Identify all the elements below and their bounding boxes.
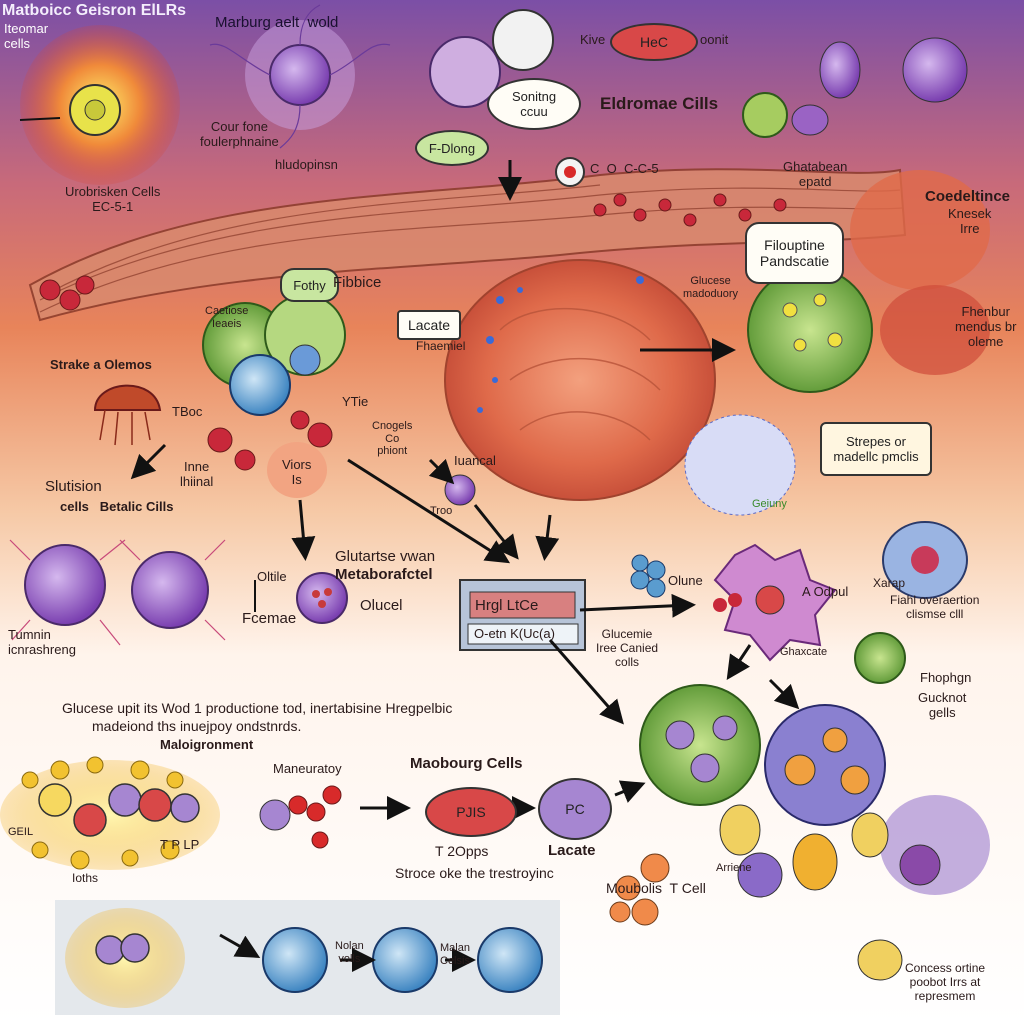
gucknot-label: Gucknot gells <box>918 690 967 720</box>
maneuratoy-label: Maneuratoy <box>273 761 342 776</box>
fiahl-label: Fiahl overaertion clismse clll <box>890 593 980 621</box>
aodpul-label: A Odpul <box>802 584 849 599</box>
codeltince-label: Coedeltince <box>925 188 1011 205</box>
xarap-label: Xarap <box>873 576 906 590</box>
fibbice-label: Fibbice <box>333 274 382 291</box>
ioths-label: Ioths <box>72 871 99 885</box>
chip-bottom-label: O-etn K(Uc(a) <box>474 626 555 641</box>
fhophgn-label: Fhophgn <box>920 670 972 685</box>
pc-pill: PC <box>538 778 612 840</box>
maloigronment-label: Maloigronment <box>160 737 254 752</box>
geil-label: GEIL <box>8 826 34 838</box>
caetiose-label: Caetiose Ieaeis <box>205 305 249 330</box>
strake-label: Strake a Olemos <box>50 357 152 372</box>
malan-label: Malan Celsis <box>440 942 470 967</box>
page-title: Matboicc Geisron ElLRs <box>2 2 187 19</box>
pjis-pill: PJIS <box>425 787 517 837</box>
lacate-box: Lacate <box>397 310 461 340</box>
concess-label: Concess ortine poobot Irrs at represmem <box>905 961 986 1003</box>
t2opps-label: T 2Opps <box>435 843 489 859</box>
cour-fone-label: Cour fone foulerphnaine <box>200 119 279 149</box>
ghaxcate-label: Ghaxcate <box>780 646 828 658</box>
arriene-label: Arriene <box>716 862 752 874</box>
olune-label: Olune <box>668 573 703 588</box>
marburg-label: Marburg aelt wold <box>215 14 339 31</box>
eldromae-label: Eldromae Cills <box>600 94 719 113</box>
urobrisken-label: Urobrisken Cells EC-5-1 <box>65 184 161 214</box>
caption-line-1: Glucese upit its Wod 1 productione tod, … <box>62 700 453 716</box>
ytie-label: YTie <box>342 394 369 409</box>
nolan-label: Nolan volls <box>335 940 364 965</box>
lacate-label: Lacate <box>548 842 596 859</box>
fcemae-label: Fcemae <box>242 610 297 627</box>
kive-label: Kive <box>580 32 606 47</box>
filouptine-bubble: Filouptine Pandscatie <box>745 222 844 284</box>
sonitng-bubble: Sonitng ccuu <box>487 78 581 130</box>
geiuny-label: Geiuny <box>752 498 787 510</box>
iuancal-label: Iuancal <box>454 453 496 468</box>
metaborafctel-label: Metaborafctel <box>335 566 433 583</box>
knesek-label: Knesek Irre <box>948 206 992 236</box>
hludopinsn-label: hludopinsn <box>275 157 338 172</box>
maobourg-label: Maobourg Cells <box>410 755 523 772</box>
stroce-label: Stroce oke the trestroyinc <box>395 865 554 881</box>
troo-label: Troo <box>430 505 453 517</box>
iteomar-cells-label: Iteomar cells <box>4 21 49 51</box>
chip-top-label: Hrgl LtCe <box>475 597 539 614</box>
fhenbur-label: Fhenbur mendus br oleme <box>955 304 1017 349</box>
fothy-bubble: Fothy <box>280 268 339 302</box>
glucese-label: Glucese madoduory <box>683 275 739 300</box>
fhaemiel-label: Fhaemiel <box>416 339 466 353</box>
caption-line-2: madeiond ths inuejpoy ondstnrds. <box>92 718 302 734</box>
glucemie-label: Glucemie Iree Canied colls <box>596 627 659 669</box>
hc-pill: HeC <box>610 23 698 61</box>
glutartse-label: Glutartse vwan <box>335 548 436 565</box>
oltile-label: Oltile <box>257 569 287 584</box>
strepes-box: Strepes or madellc pmclis <box>820 422 932 476</box>
betalic-label: cells Betalic Cills <box>60 499 174 514</box>
tplp-label: T P LP <box>160 837 200 852</box>
tumnin-label: Tumnin icnrashreng <box>8 627 76 657</box>
slutision-label: Slutision <box>45 478 102 495</box>
viors-label: Viors Is <box>282 457 312 487</box>
fdiong-bubble: F-Dlong <box>415 130 489 166</box>
oonit-label: oonit <box>700 32 729 47</box>
olucel-label: Olucel <box>360 597 403 614</box>
ghatabean-label: Ghatabean epatd <box>783 159 848 189</box>
tboc-label: TBoc <box>172 404 203 419</box>
moubolis-label: Moubolis T Cell <box>606 880 706 896</box>
cnogels-label: Cnogels Co phiont <box>372 420 413 458</box>
inne-label: Inne lhiinal <box>180 459 214 489</box>
c-o-label: C O C-C-5 <box>590 161 659 176</box>
